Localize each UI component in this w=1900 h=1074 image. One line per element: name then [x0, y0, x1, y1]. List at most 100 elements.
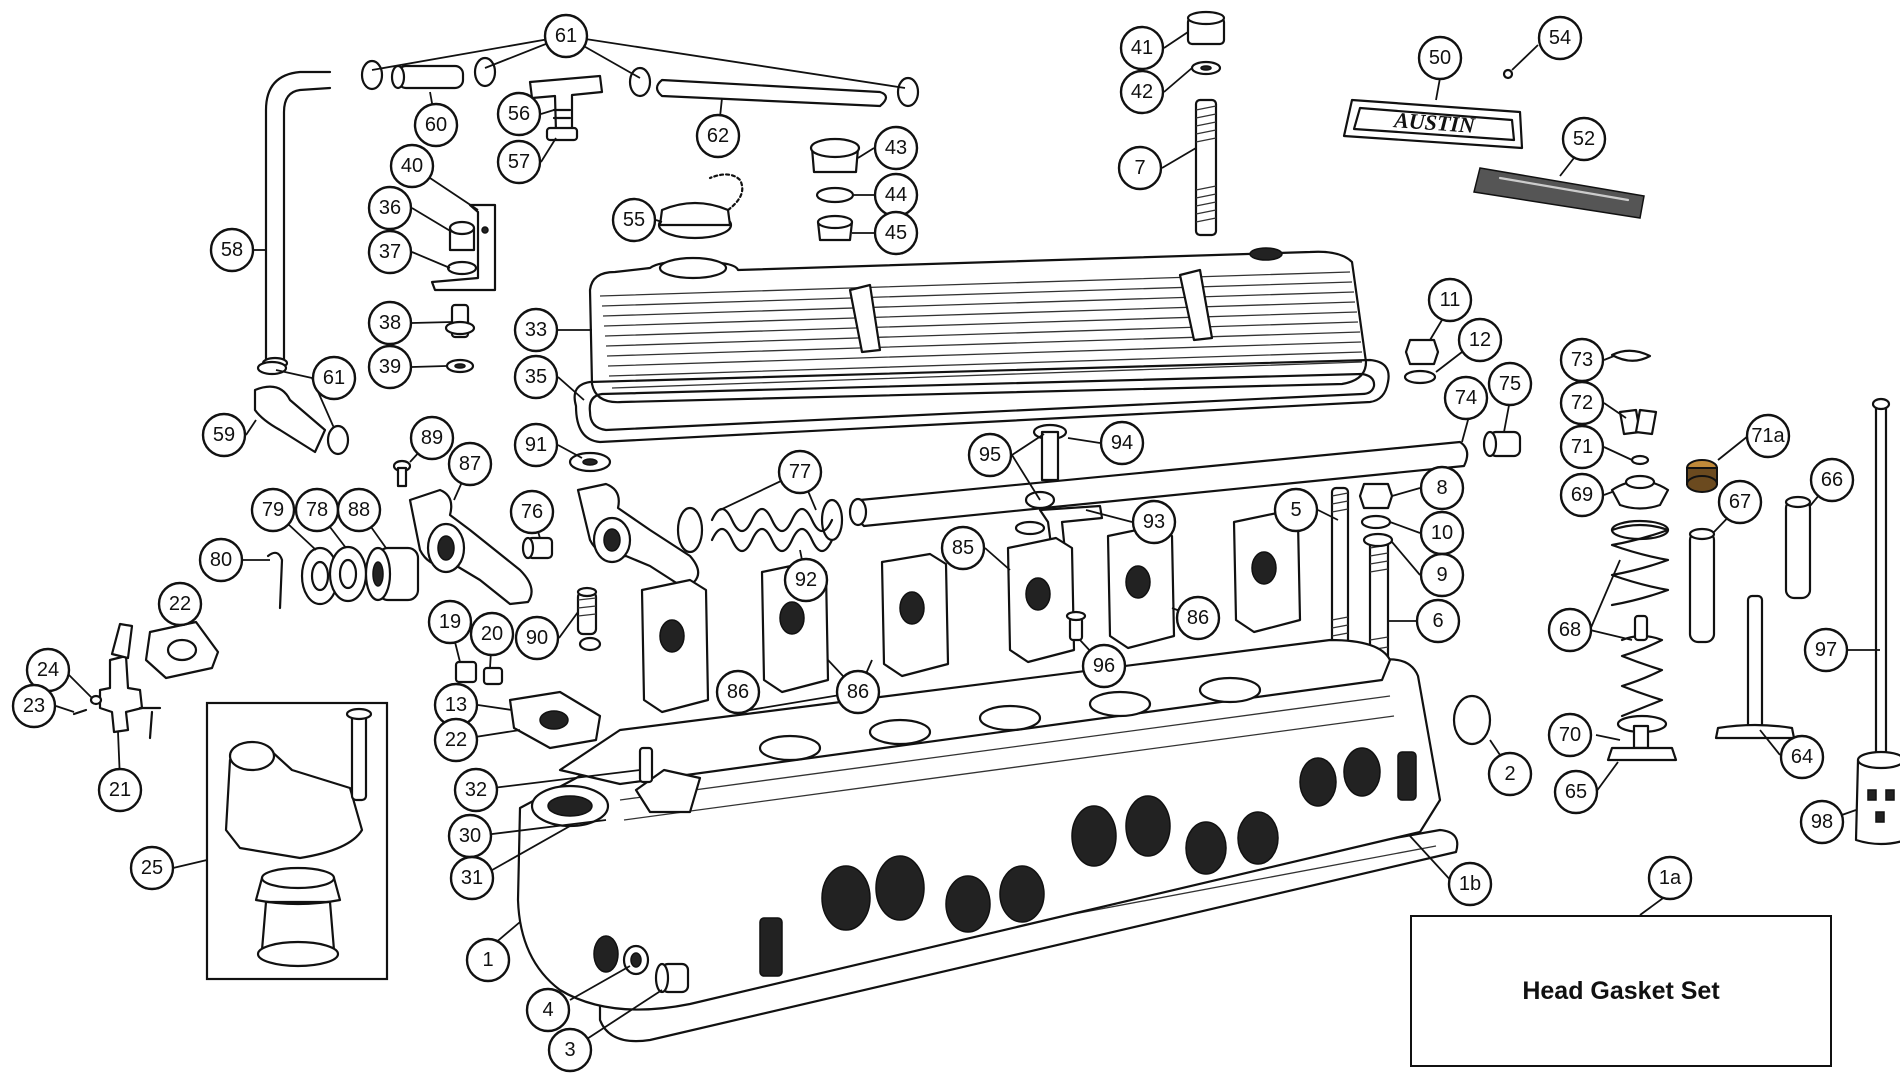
svg-text:13: 13	[445, 694, 467, 716]
callout-78: 78	[294, 487, 340, 533]
callout-75: 75	[1487, 361, 1533, 407]
svg-text:59: 59	[213, 424, 235, 446]
callout-58: 58	[209, 227, 255, 273]
short-hose	[390, 64, 465, 90]
svg-text:7: 7	[1134, 157, 1145, 179]
callout-23: 23	[11, 683, 57, 729]
svg-text:80: 80	[210, 549, 232, 571]
rocker-pedestal-5	[1232, 510, 1302, 634]
callout-9: 9	[1419, 552, 1465, 598]
callout-7: 7	[1117, 145, 1163, 191]
callout-4: 4	[525, 987, 571, 1033]
svg-text:37: 37	[379, 241, 401, 263]
svg-text:6: 6	[1432, 610, 1443, 632]
badge-text: AUSTIN	[1391, 107, 1476, 138]
guide-66	[1784, 495, 1812, 600]
callout-1b: 1b	[1447, 861, 1493, 907]
svg-text:55: 55	[623, 209, 645, 231]
callout-21: 21	[97, 767, 143, 813]
callout-11: 11	[1427, 277, 1473, 323]
svg-text:94: 94	[1111, 432, 1133, 454]
svg-text:5: 5	[1290, 499, 1301, 521]
id-plate	[1473, 167, 1645, 219]
svg-text:21: 21	[109, 779, 131, 801]
callout-93: 93	[1131, 499, 1177, 545]
svg-text:22: 22	[445, 729, 467, 751]
callout-89: 89	[409, 415, 455, 461]
svg-text:4: 4	[542, 999, 553, 1021]
svg-text:38: 38	[379, 312, 401, 334]
svg-text:1: 1	[482, 949, 493, 971]
callout-22-upper: 22	[157, 581, 203, 627]
callout-94: 94	[1099, 420, 1145, 466]
callout-6: 6	[1415, 598, 1461, 644]
valve-64	[1714, 594, 1796, 740]
breather-pipe	[261, 70, 332, 370]
svg-text:66: 66	[1821, 469, 1843, 491]
callout-98: 98	[1799, 799, 1845, 845]
rocker-pedestal-1	[640, 578, 710, 714]
split-pin-80	[266, 551, 284, 610]
rocker-spacer-spring	[676, 498, 844, 554]
collet-72	[1618, 408, 1658, 436]
callout-59: 59	[201, 412, 247, 458]
callout-10: 10	[1419, 510, 1465, 556]
svg-text:76: 76	[521, 501, 543, 523]
stud-32	[638, 746, 654, 784]
svg-text:93: 93	[1143, 511, 1165, 533]
screw-19	[454, 660, 478, 684]
callout-72: 72	[1559, 380, 1605, 426]
svg-text:95: 95	[979, 444, 1001, 466]
long-hose	[655, 78, 888, 108]
rocker-pedestal-3	[880, 552, 950, 678]
callout-54: 54	[1537, 15, 1583, 61]
hose-elbow	[253, 360, 350, 456]
filler-cap	[657, 173, 744, 240]
callout-61-top: 61	[543, 13, 589, 59]
washer-9	[1362, 532, 1394, 548]
callout-65: 65	[1553, 769, 1599, 815]
guide-67	[1688, 527, 1716, 644]
rocker-pedestal-85	[1006, 536, 1076, 664]
callout-71a: 71a	[1745, 413, 1791, 459]
callout-73: 73	[1559, 337, 1605, 383]
leader-lines	[55, 31, 1880, 1051]
rocker-shaft	[848, 440, 1469, 528]
screw-23	[72, 708, 88, 716]
callout-12: 12	[1457, 317, 1503, 363]
callout-91: 91	[513, 422, 559, 468]
callout-5: 5	[1273, 487, 1319, 533]
gasket-22-upper	[144, 620, 220, 680]
callout-57: 57	[496, 139, 542, 185]
svg-text:42: 42	[1131, 81, 1153, 103]
svg-text:30: 30	[459, 825, 481, 847]
spring-78	[328, 545, 368, 603]
nut-20	[482, 666, 504, 686]
valve-spring-inner	[1616, 614, 1668, 734]
head-cam-bosses	[758, 676, 1262, 762]
callout-33: 33	[513, 307, 559, 353]
banjo-90	[576, 586, 602, 652]
svg-text:87: 87	[459, 453, 481, 475]
head-gasket-set-box: Head Gasket Set	[1410, 915, 1832, 1067]
thermostat-inset	[205, 701, 389, 981]
callout-52: 52	[1561, 116, 1607, 162]
bolt-36	[446, 220, 478, 276]
callouts: 61 60 56 57 62 58 40 36 37 38 39 59 61 4…	[11, 13, 1855, 1073]
svg-text:97: 97	[1815, 639, 1837, 661]
plug-41	[1186, 10, 1226, 76]
svg-text:23: 23	[23, 695, 45, 717]
svg-text:92: 92	[795, 569, 817, 591]
svg-text:33: 33	[525, 319, 547, 341]
washer-4	[622, 944, 650, 976]
callout-69: 69	[1559, 472, 1605, 518]
svg-text:68: 68	[1559, 619, 1581, 641]
bracket	[430, 203, 497, 292]
callout-20: 20	[469, 611, 515, 657]
svg-text:96: 96	[1093, 655, 1115, 677]
callout-95: 95	[967, 432, 1013, 478]
callout-32: 32	[453, 767, 499, 813]
svg-text:70: 70	[1559, 724, 1581, 746]
bush-88	[364, 546, 420, 602]
svg-text:36: 36	[379, 197, 401, 219]
